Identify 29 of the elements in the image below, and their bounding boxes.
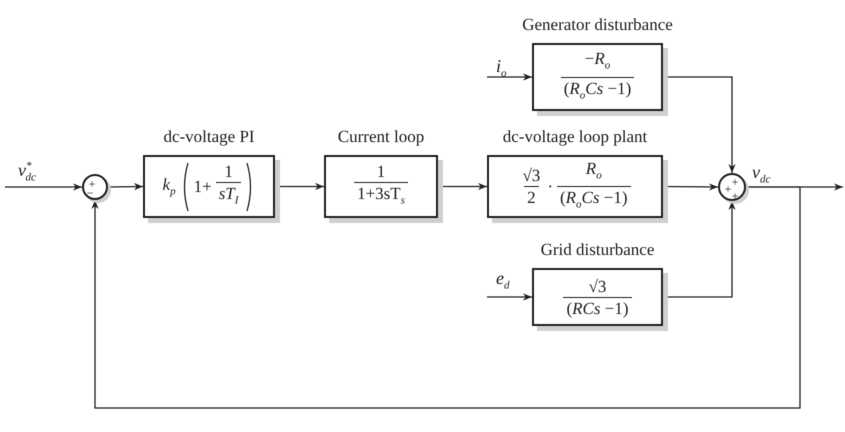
product-dot: · (547, 176, 553, 196)
block-title: Grid disturbance (540, 240, 654, 260)
sign: − (86, 187, 94, 199)
signal-arrow (5, 183, 82, 191)
signal-name: v$_{dc}$ (752, 162, 770, 186)
signal-arrow (108, 183, 143, 190)
fraction: 1 sT$_{I}$ (216, 162, 242, 211)
block-title: dc-voltage PI (163, 127, 255, 147)
signal-name: i$_{o}$ (496, 56, 507, 80)
sign: + (732, 176, 738, 188)
signal-arrow (487, 73, 532, 81)
sign: + (88, 178, 96, 190)
formula-term: 1+ (194, 176, 212, 196)
signal-name: e$_{d}$ (496, 268, 510, 292)
block-title: Generator disturbance (522, 15, 673, 35)
fraction: 1 1+3sT$_{s}$ (354, 162, 408, 211)
fraction: −R$_{o}$ (R$_{o}$Cs −1) (560, 49, 634, 105)
block-title: dc-voltage loop plant (502, 127, 648, 147)
summing-junction (82, 174, 108, 200)
sign: + (732, 190, 738, 202)
fraction: R$_{o}$ (R$_{o}$Cs −1) (556, 158, 631, 214)
fraction: √3 2 (521, 166, 542, 207)
fraction: √3 (RCs −1) (563, 276, 632, 318)
summing-junction (718, 173, 746, 201)
sign: + (724, 183, 732, 195)
signal-arrow (91, 186, 801, 409)
block-title: Current loop (338, 127, 424, 147)
gain-term: k$_{p}$ (162, 175, 176, 198)
signal-arrow (487, 293, 532, 301)
